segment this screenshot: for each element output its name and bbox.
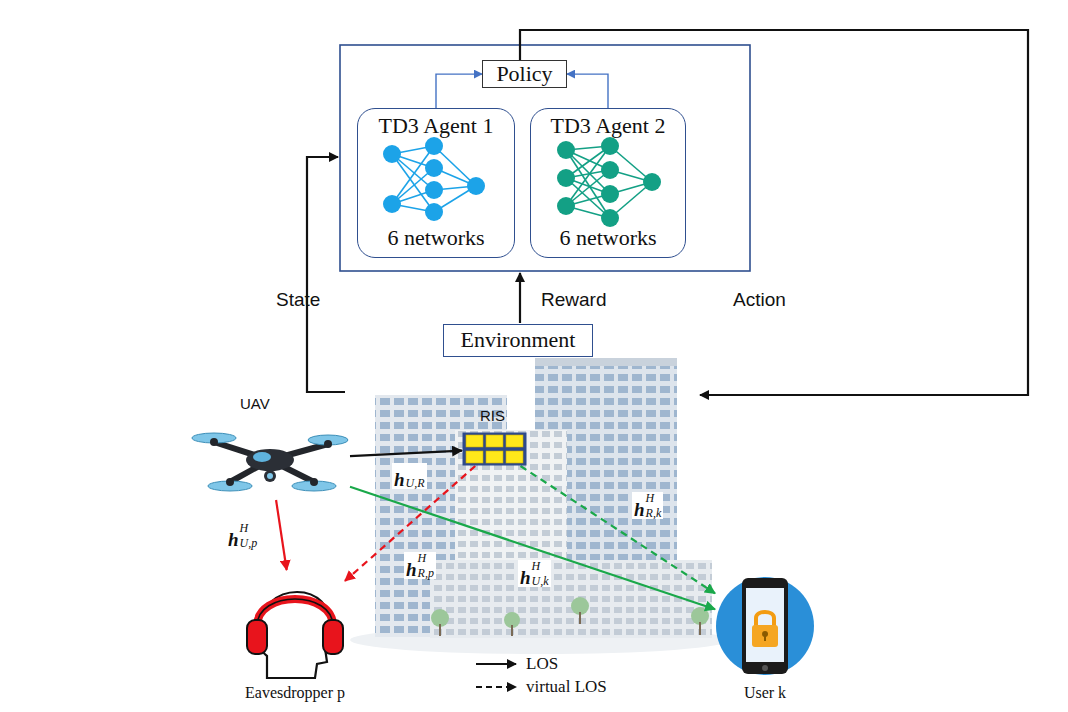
state-arrow	[307, 157, 345, 392]
superscript: H	[418, 552, 434, 564]
action-arrow	[520, 30, 1028, 395]
superscript: H	[646, 492, 662, 504]
channel-symbol: h	[520, 568, 531, 587]
superscript: H	[240, 522, 258, 534]
node-title: RIS	[480, 408, 505, 425]
channel-indices: U,R	[406, 463, 425, 489]
node-title: User k	[744, 684, 786, 702]
channel-connector	[436, 74, 482, 108]
channel-label: hU,R	[392, 463, 427, 489]
channel-label: hR,k H	[632, 492, 663, 519]
node-subtitle: 6 networks	[387, 226, 484, 250]
channel-indices: U,p H	[240, 522, 258, 549]
node-title: TD3 Agent 1	[379, 114, 494, 138]
channel-connector	[276, 500, 287, 570]
subscript: R,p	[418, 567, 434, 579]
agent-frame	[340, 45, 750, 271]
subscript: U,k	[532, 575, 549, 587]
legend-text: LOS	[526, 654, 558, 674]
node-icon	[190, 420, 350, 500]
superscript: H	[532, 560, 549, 572]
node-title: Policy	[496, 62, 552, 86]
process-box: Environment	[443, 324, 593, 357]
channel-label: hR,p H	[404, 552, 436, 579]
legend-solid-sample	[476, 663, 516, 665]
illustrated-node: Eavesdropper p	[245, 570, 345, 680]
illustrated-node: UAV	[190, 420, 350, 500]
subscript: U,R	[406, 477, 425, 489]
channel-label: hU,k H	[518, 560, 551, 587]
node-subtitle: 6 networks	[559, 226, 656, 250]
channel-indices: R,k H	[646, 492, 662, 519]
flow-label: Action	[733, 289, 786, 311]
neural-net-icons	[383, 137, 661, 227]
node-title: TD3 Agent 2	[551, 114, 666, 138]
illustrated-node: User k	[715, 576, 815, 676]
legend-text: virtual LOS	[526, 677, 607, 697]
channel-symbol: h	[406, 560, 417, 579]
subscript: U,p	[240, 537, 258, 549]
channel-symbol: h	[634, 500, 645, 519]
channel-symbol: h	[228, 530, 239, 549]
node-title: UAV	[240, 396, 270, 413]
channel-connector	[350, 487, 715, 609]
process-box: Policy	[482, 60, 567, 88]
agent-box: TD3 Agent 2 6 networks	[530, 108, 686, 258]
legend-dashed-sample	[476, 686, 516, 688]
channel-indices: R,p H	[418, 552, 434, 579]
flow-label: State	[276, 289, 320, 311]
agent-box: TD3 Agent 1 6 networks	[357, 108, 515, 258]
reward-arrow	[519, 273, 521, 323]
node-icon	[245, 570, 345, 680]
node-title: Environment	[461, 328, 576, 352]
channel-indices: U,k H	[532, 560, 549, 587]
channel-connector	[567, 74, 608, 108]
illustrated-node: RIS	[462, 432, 527, 466]
subscript: R,k	[646, 507, 662, 519]
buildings	[350, 358, 730, 654]
channel-connector	[345, 466, 475, 581]
node-icon	[462, 432, 527, 466]
node-icon	[715, 576, 815, 676]
channel-connector	[350, 451, 462, 456]
node-title: Eavesdropper p	[245, 684, 345, 702]
flow-label: Reward	[541, 289, 606, 311]
channel-symbol: h	[394, 470, 405, 489]
channel-label: hU,p H	[226, 522, 259, 549]
